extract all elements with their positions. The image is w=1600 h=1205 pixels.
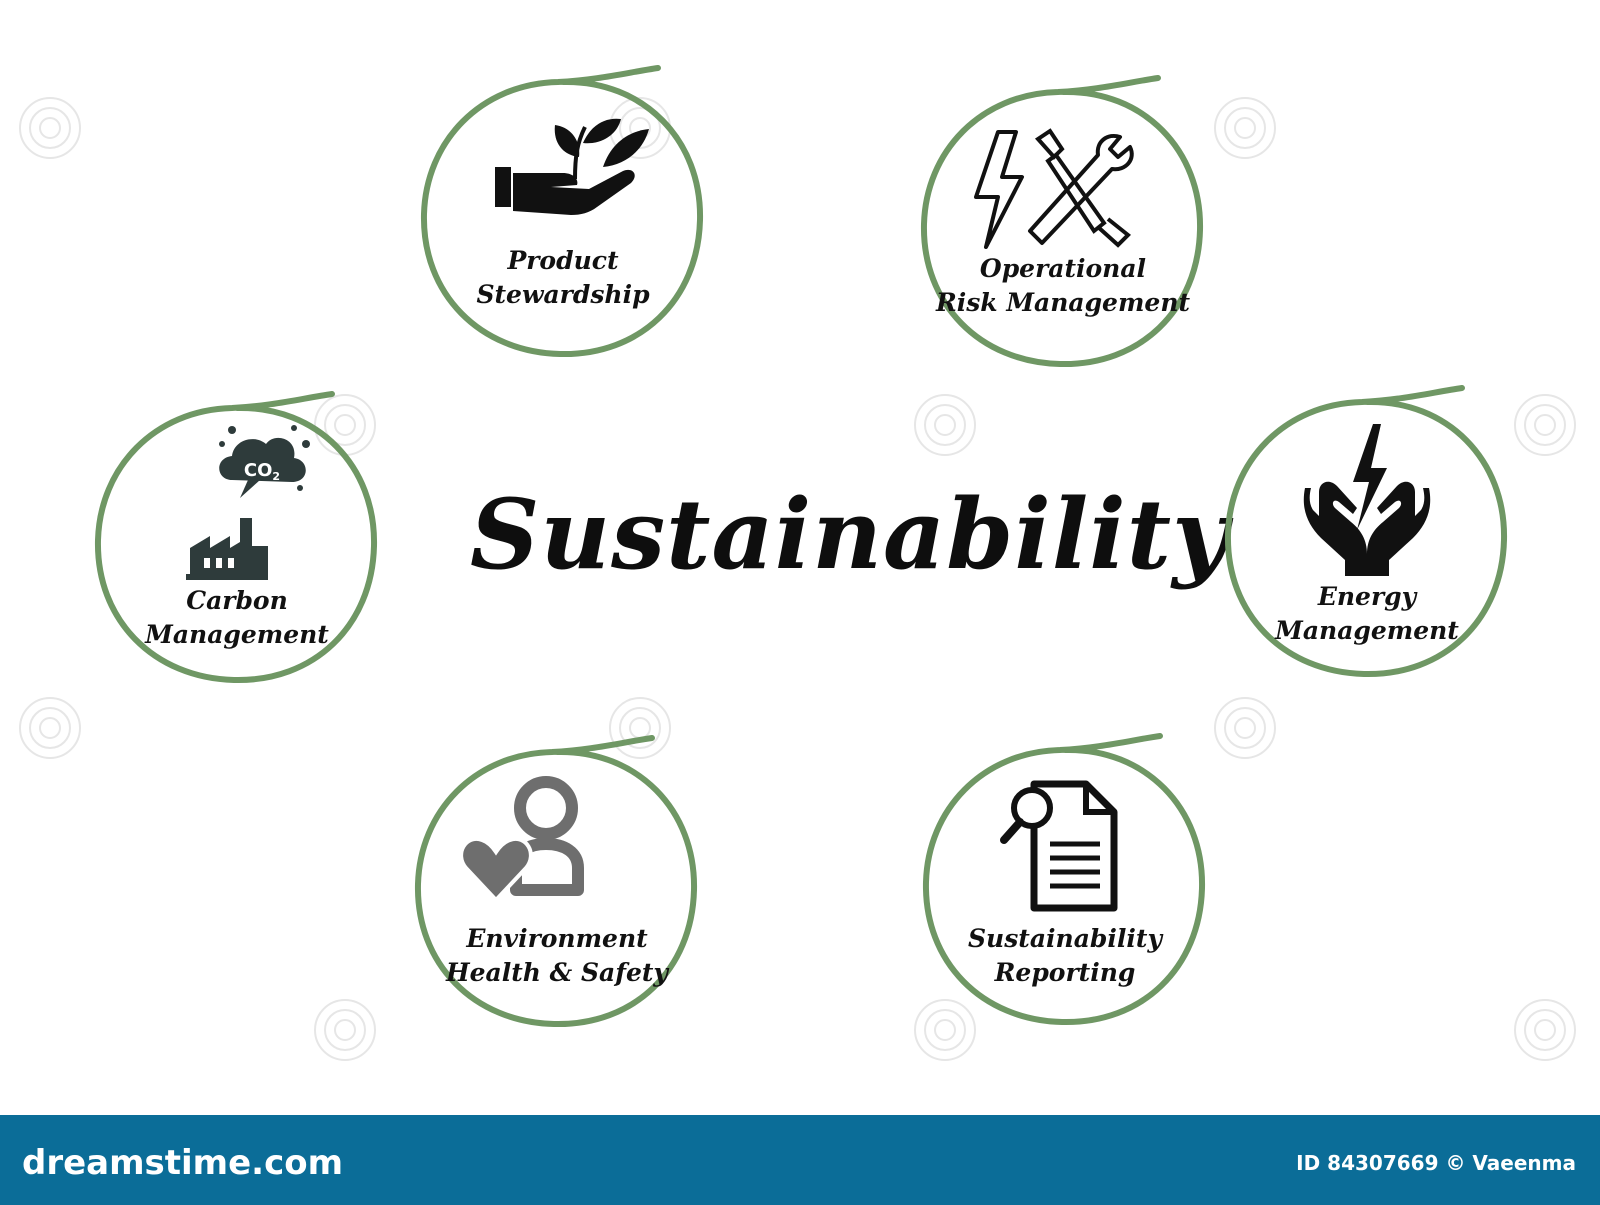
ring-outline (920, 75, 1204, 368)
factory-co2-icon: CO2 (186, 425, 310, 580)
diagram-title: Sustainability (470, 478, 1229, 591)
co2-subscript: 2 (272, 470, 280, 483)
label-line-1: Product (507, 246, 619, 275)
node-carbon-management: CO2 Carbon Management (82, 388, 392, 698)
label-line-1: Environment (466, 924, 648, 953)
ring-outline (420, 65, 704, 358)
label-line-1: Energy (1317, 582, 1417, 611)
label-line-1: Operational (979, 254, 1147, 283)
ring-outline (1224, 385, 1508, 678)
label-line-2: Reporting (994, 958, 1136, 987)
brand-logo[interactable]: dreamstime.com (22, 1143, 344, 1183)
hands-lightning-icon (1303, 424, 1431, 576)
label-line-2: Health & Safety (446, 958, 668, 987)
label-line-2: Management (1275, 616, 1459, 645)
svg-text:CO2: CO2 (244, 460, 280, 483)
diagram-canvas: Sustainability Product Stewardship Opera (19, 62, 1576, 1061)
label-line-1: Sustainability (968, 924, 1162, 953)
watermark-swirl-icon (314, 999, 376, 1061)
watermark-swirl-icon (914, 394, 976, 456)
watermark-swirl-icon (1514, 999, 1576, 1061)
hand-plant-icon (495, 118, 649, 215)
node-sustainability-reporting: Sustainability Reporting (910, 730, 1220, 1040)
co2-text: CO (244, 460, 273, 481)
label-line-1: Carbon (186, 586, 288, 615)
label-line-2: Stewardship (476, 280, 650, 309)
footer-bar: dreamstime.com ID 84307669 © Vaeenma (0, 1115, 1600, 1205)
watermark-swirl-icon (1214, 97, 1276, 159)
heart-person-icon (460, 776, 584, 902)
document-search-icon (1000, 780, 1118, 912)
watermark-swirl-icon (19, 697, 81, 759)
label-line-2: Risk Management (935, 288, 1191, 317)
node-operational-risk-management: Operational Risk Management (908, 72, 1218, 382)
image-credit: ID 84307669 © Vaeenma (1296, 1151, 1576, 1175)
watermark-swirl-icon (1514, 394, 1576, 456)
tools-lightning-icon (974, 128, 1134, 249)
ring-outline (922, 733, 1206, 1026)
ring-outline (414, 735, 698, 1028)
node-environment-health-safety: Environment Health & Safety (402, 732, 712, 1042)
watermark-swirl-icon (19, 97, 81, 159)
node-energy-management: Energy Management (1212, 382, 1522, 692)
label-line-2: Management (145, 620, 329, 649)
watermark-swirl-icon (1214, 697, 1276, 759)
ring-outline (94, 391, 378, 684)
node-product-stewardship: Product Stewardship (408, 62, 718, 372)
